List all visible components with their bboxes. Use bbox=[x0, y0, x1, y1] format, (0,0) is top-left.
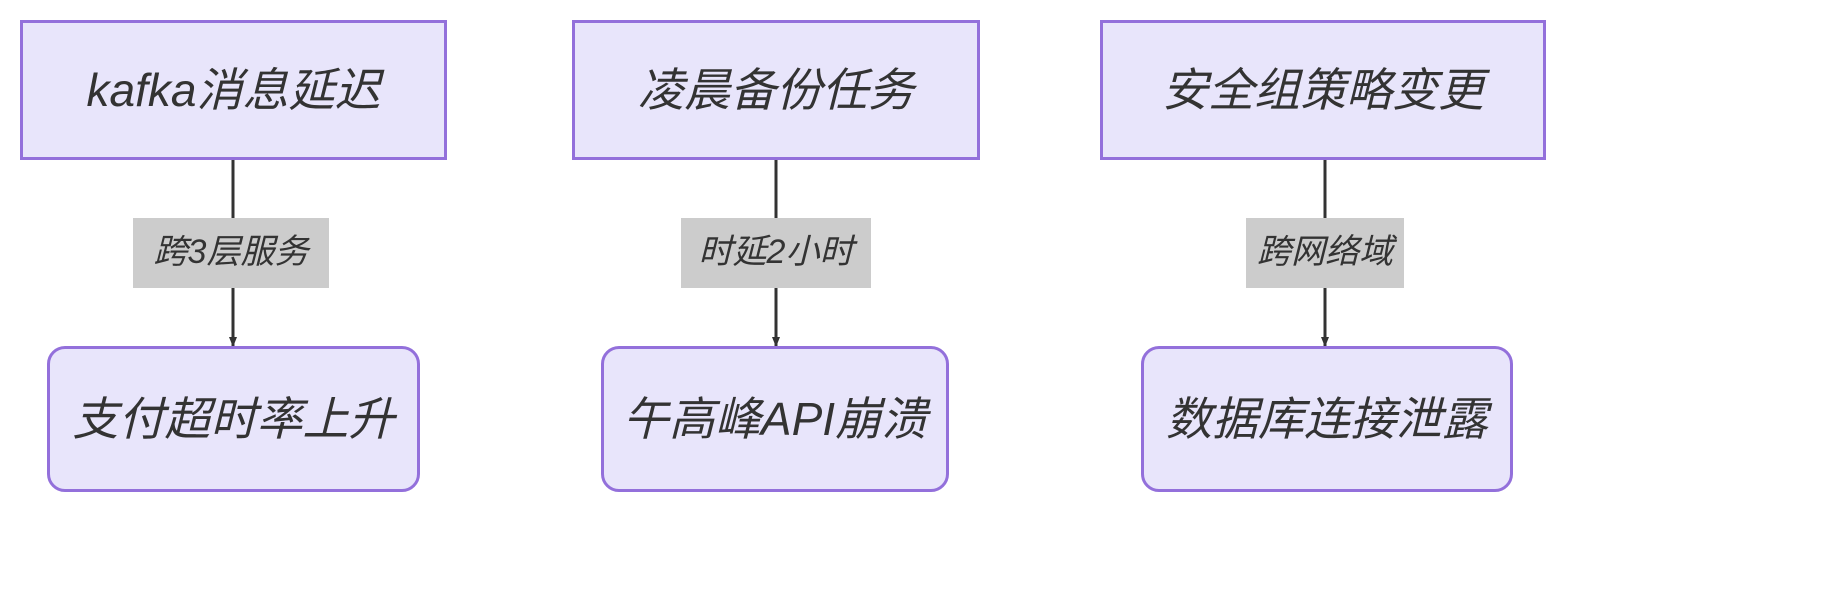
node-payment-timeout-label: 支付超时率上升 bbox=[72, 392, 395, 445]
edge-label-1-text: 跨3层服务 bbox=[153, 233, 309, 272]
edge-label-2: 时延2小时 bbox=[681, 218, 871, 288]
edge-label-2-text: 时延2小时 bbox=[698, 233, 854, 272]
node-noon-api-crash[interactable]: 午高峰API崩溃 bbox=[601, 346, 949, 492]
node-secgroup-change[interactable]: 安全组策略变更 bbox=[1100, 20, 1546, 160]
node-db-conn-leak[interactable]: 数据库连接泄露 bbox=[1141, 346, 1513, 492]
node-kafka-delay[interactable]: kafka消息延迟 bbox=[20, 20, 447, 160]
node-db-conn-leak-label: 数据库连接泄露 bbox=[1166, 392, 1488, 445]
edge-label-3-text: 跨网络域 bbox=[1257, 233, 1393, 272]
node-noon-api-crash-label: 午高峰API崩溃 bbox=[622, 392, 928, 445]
edge-label-1: 跨3层服务 bbox=[133, 218, 329, 288]
node-secgroup-change-label: 安全组策略变更 bbox=[1162, 63, 1484, 116]
node-payment-timeout[interactable]: 支付超时率上升 bbox=[47, 346, 420, 492]
edge-label-3: 跨网络域 bbox=[1246, 218, 1404, 288]
node-kafka-delay-label: kafka消息延迟 bbox=[86, 63, 381, 116]
node-night-backup[interactable]: 凌晨备份任务 bbox=[572, 20, 980, 160]
node-night-backup-label: 凌晨备份任务 bbox=[638, 63, 914, 116]
